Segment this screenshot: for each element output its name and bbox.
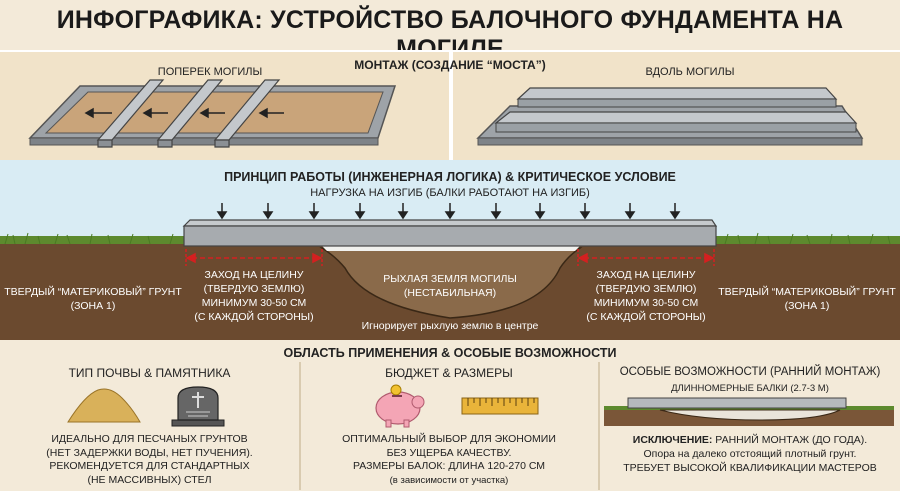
load-arrows (216, 203, 681, 220)
page-title: ИНФОГРАФИКА: УСТРОЙСТВО БАЛОЧНОГО ФУНДАМ… (56, 6, 844, 63)
soil-text: ИДЕАЛЬНО ДЛЯ ПЕСЧАНЫХ ГРУНТОВ (НЕТ ЗАДЕР… (46, 433, 253, 486)
column-divider (299, 362, 301, 490)
section-divider (449, 52, 453, 160)
grave-pit (319, 247, 583, 319)
budget-title: БЮДЖЕТ & РАЗМЕРЫ (385, 366, 513, 380)
sand-pile-icon (67, 388, 141, 423)
entry-label-right: ЗАХОД НА ЦЕЛИНУ (ТВЕРДУЮ ЗЕМЛЮ) МИНИМУМ … (586, 269, 706, 323)
ruler-icon (461, 397, 539, 415)
entry-markers (185, 249, 715, 266)
gravestone-icon (171, 386, 225, 427)
across-grave-diagram (28, 79, 397, 148)
across-label: ПОПЕРЕК МОГИЛЫ (157, 66, 263, 78)
entry-label-left: ЗАХОД НА ЦЕЛИНУ (ТВЕРДУЮ ЗЕМЛЮ) МИНИМУМ … (194, 269, 314, 323)
soil-title: ТИП ПОЧВЫ & ПАМЯТНИКА (68, 366, 231, 380)
beam (183, 225, 717, 247)
load-label: НАГРУЗКА НА ИЗГИБ (БАЛКИ РАБОТАЮТ НА ИЗГ… (310, 187, 590, 199)
mount-heading: МОНТАЖ (СОЗДАНИЕ “МОСТА”) (354, 58, 546, 72)
piggy-bank-icon (375, 384, 425, 428)
along-grave-diagram (476, 87, 864, 146)
along-label: ВДОЛЬ МОГИЛЫ (645, 66, 735, 78)
long-beams-label: ДЛИННОМЕРНЫЕ БАЛКИ (2.7-3 М) (671, 383, 829, 394)
solid-soil-left: ТВЕРДЫЙ “МАТЕРИКОВЫЙ” ГРУНТ (ЗОНА 1) (4, 286, 182, 312)
special-text: ИСКЛЮЧЕНИЕ: РАННИЙ МОНТАЖ (ДО ГОДА). Опо… (623, 434, 877, 474)
beam-top (182, 219, 718, 227)
budget-text: ОПТИМАЛЬНЫЙ ВЫБОР ДЛЯ ЭКОНОМИИ БЕЗ УЩЕРБ… (342, 433, 556, 486)
apps-heading: ОБЛАСТЬ ПРИМЕНЕНИЯ & ОСОБЫЕ ВОЗМОЖНОСТИ (283, 346, 617, 360)
special-title: ОСОБЫЕ ВОЗМОЖНОСТИ (РАННИЙ МОНТАЖ) (619, 366, 881, 378)
long-beam-diagram (604, 397, 894, 426)
loose-soil-label: РЫХЛАЯ ЗЕМЛЯ МОГИЛЫ (НЕСТАБИЛЬНАЯ) (383, 273, 517, 299)
column-divider (598, 362, 600, 490)
ignore-label: Игнорирует рыхлую землю в центре (361, 320, 539, 332)
solid-soil-right: ТВЕРДЫЙ “МАТЕРИКОВЫЙ” ГРУНТ (ЗОНА 1) (718, 286, 896, 312)
principle-heading: ПРИНЦИП РАБОТЫ (ИНЖЕНЕРНАЯ ЛОГИКА) & КРИ… (224, 170, 676, 184)
